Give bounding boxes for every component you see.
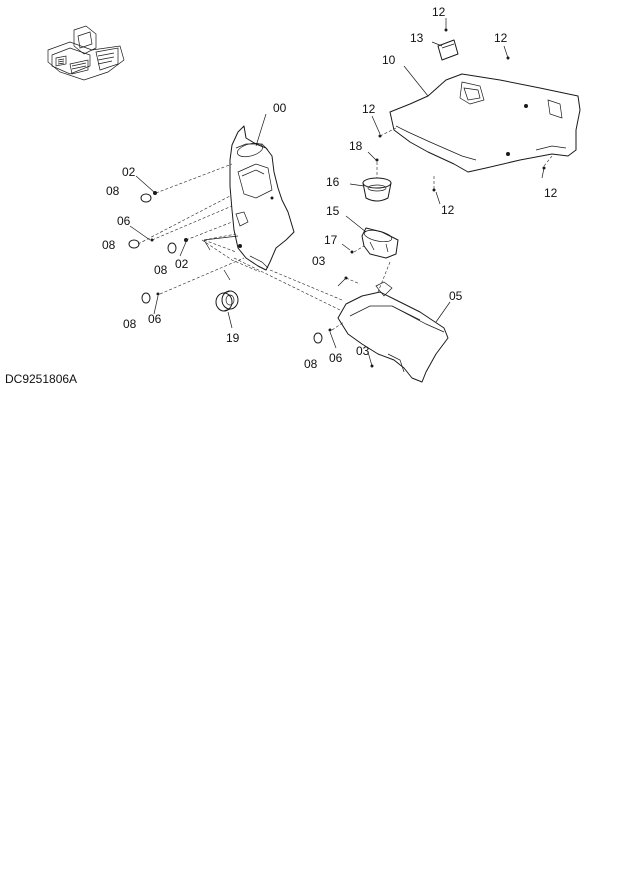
callout-08: 08 xyxy=(106,184,120,198)
callout-12: 12 xyxy=(432,5,446,19)
callout-17: 17 xyxy=(324,233,338,247)
callout-05: 05 xyxy=(449,289,463,303)
leader-lines xyxy=(129,18,553,367)
part-10-side-panel xyxy=(389,73,581,173)
callout-19: 19 xyxy=(226,331,240,345)
callout-12: 12 xyxy=(362,102,376,116)
callout-02: 02 xyxy=(175,257,189,271)
machine-location-icon xyxy=(47,25,125,81)
callout-02: 02 xyxy=(122,165,136,179)
callout-03: 03 xyxy=(312,254,326,268)
callout-12: 12 xyxy=(494,31,508,45)
callout-13: 13 xyxy=(410,31,424,45)
callout-06: 06 xyxy=(329,351,343,365)
callout-18: 18 xyxy=(349,139,363,153)
callout-08: 08 xyxy=(123,317,137,331)
callout-08: 08 xyxy=(304,357,318,371)
part-13-bracket xyxy=(437,39,459,61)
callout-06: 06 xyxy=(117,214,131,228)
callout-labels: 00 02 08 06 08 08 02 08 06 19 12 13 12 1… xyxy=(102,5,558,371)
part-15-cup-holder xyxy=(361,227,399,259)
drawing-code: DC9251806A xyxy=(5,372,77,386)
part-00-pillar-cover xyxy=(229,125,295,271)
callout-06: 06 xyxy=(148,312,162,326)
callout-08: 08 xyxy=(154,263,168,277)
part-19-grommet xyxy=(215,290,239,312)
fasteners xyxy=(128,28,546,368)
part-16-cup xyxy=(362,177,392,202)
callout-03: 03 xyxy=(356,344,370,358)
callout-12: 12 xyxy=(544,186,558,200)
callout-16: 16 xyxy=(326,175,340,189)
callout-12: 12 xyxy=(441,203,455,217)
callout-08: 08 xyxy=(102,238,116,252)
callout-15: 15 xyxy=(326,204,340,218)
callout-10: 10 xyxy=(382,53,396,67)
part-05-console-cover xyxy=(337,281,449,383)
callout-00: 00 xyxy=(273,101,287,115)
